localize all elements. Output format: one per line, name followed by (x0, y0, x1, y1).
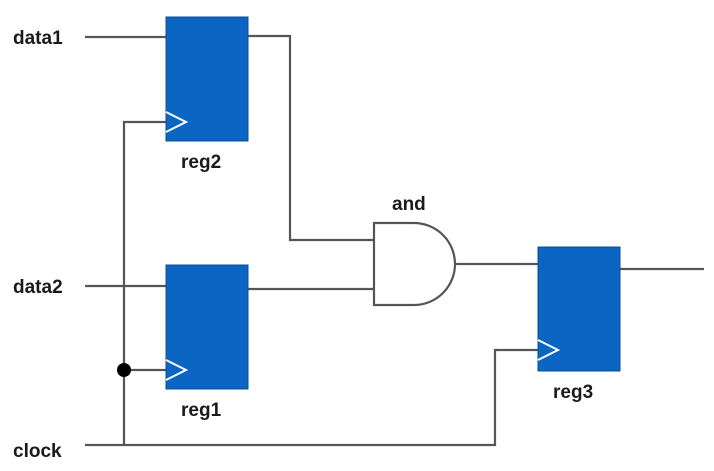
wire-clock-bus (85, 348, 538, 447)
register-reg3[interactable] (537, 246, 621, 372)
reg1-clock-marker (165, 359, 189, 381)
register-reg1[interactable] (165, 264, 249, 390)
reg3-body (537, 246, 621, 372)
reg1-body (165, 264, 249, 390)
reg2-body (165, 16, 249, 142)
input-label-data1: data1 (13, 28, 63, 49)
clock-junction-dot (117, 363, 131, 377)
wire-reg2-out-to-and (248, 34, 374, 242)
reg2-clock-marker (165, 111, 189, 133)
gate-label-and: and (392, 194, 426, 215)
register-label-reg2: reg2 (181, 152, 221, 173)
input-label-data2: data2 (13, 277, 63, 298)
and-gate-body (372, 221, 457, 307)
input-label-clock: clock (13, 441, 62, 462)
register-label-reg3: reg3 (553, 382, 593, 403)
register-reg2[interactable] (165, 16, 249, 142)
register-label-reg1: reg1 (181, 400, 222, 421)
wire-clock-to-reg2 (122, 120, 166, 445)
reg3-clock-marker (537, 339, 561, 361)
and-gate[interactable] (372, 221, 457, 307)
